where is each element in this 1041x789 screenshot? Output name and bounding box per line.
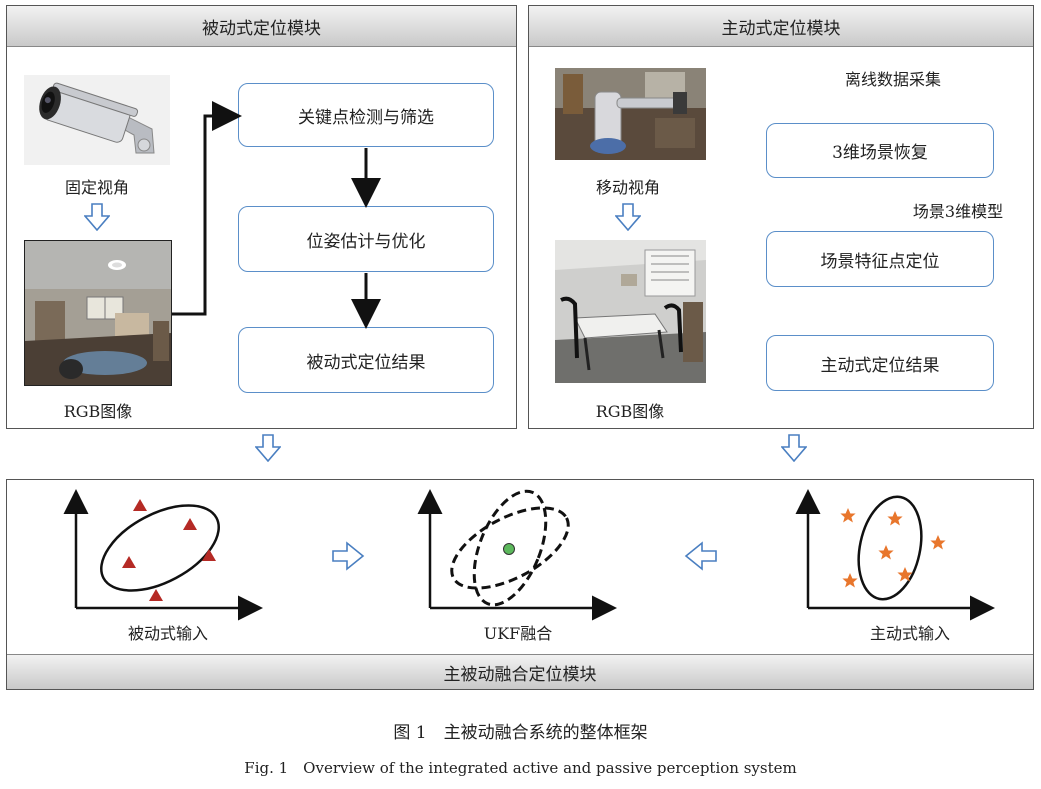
passive-rgb-label: RGB图像 (63, 402, 133, 421)
fused-point (503, 543, 515, 555)
ukf-fusion-plot (417, 489, 617, 621)
hollow-arrow-icon (332, 541, 365, 571)
hollow-arrow-icon (615, 203, 641, 231)
ukf-fusion-label: UKF融合 (483, 624, 553, 643)
pose-estimation-box: 位姿估计与优化 (238, 206, 494, 272)
active-marker (840, 508, 856, 523)
passive-result-box: 被动式定位结果 (238, 327, 494, 393)
security-camera-icon (24, 75, 170, 165)
passive-marker (202, 549, 216, 561)
active-input-plot (795, 489, 995, 621)
active-marker (842, 573, 858, 588)
fixed-view-label: 固定视角 (64, 178, 129, 197)
passive-rgb-image (24, 240, 172, 386)
fusion-module-panel: 主被动融合定位模块 (6, 479, 1034, 690)
active-marker (878, 545, 894, 560)
active-input-label: 主动式输入 (869, 624, 950, 643)
hollow-arrow-icon (255, 434, 281, 462)
active-marker (887, 511, 903, 526)
active-rgb-label: RGB图像 (595, 402, 665, 421)
keypoint-detection-box: 关键点检测与筛选 (238, 83, 494, 147)
hollow-arrow-icon (781, 434, 807, 462)
passive-module-title: 被动式定位模块 (7, 6, 516, 47)
active-marker (897, 567, 913, 582)
active-module-title: 主动式定位模块 (529, 6, 1033, 47)
active-marker (930, 535, 946, 550)
figure-caption-zh: 图 1 主被动融合系统的整体框架 (393, 723, 648, 743)
passive-input-label: 被动式输入 (127, 624, 208, 643)
passive-marker (133, 499, 147, 511)
scene-recovery-box: 3维场景恢复 (766, 123, 994, 178)
offline-data-label: 离线数据采集 (844, 70, 941, 89)
hollow-arrow-icon (684, 541, 717, 571)
passive-marker (183, 518, 197, 530)
scene-feature-box: 场景特征点定位 (766, 231, 994, 287)
figure-caption-en: Fig. 1 Overview of the integrated active… (244, 759, 797, 777)
active-result-box: 主动式定位结果 (766, 335, 994, 391)
mobile-robot-image (555, 68, 706, 160)
fusion-module-title: 主被动融合定位模块 (7, 654, 1033, 689)
passive-marker (122, 556, 136, 568)
passive-input-plot (63, 489, 263, 621)
mobile-view-label: 移动视角 (595, 178, 660, 197)
passive-marker (149, 589, 163, 601)
hollow-arrow-icon (84, 203, 110, 231)
active-rgb-image (555, 240, 706, 383)
scene-model-label: 场景3维模型 (912, 202, 1004, 221)
